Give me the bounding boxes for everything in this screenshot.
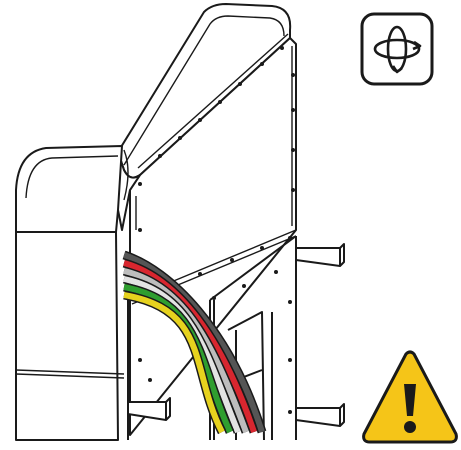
- upper-cabinet-edge: [117, 151, 141, 231]
- rear-cabinet: [15, 145, 123, 441]
- rear-cabinet-top: [15, 145, 123, 233]
- cable-0: [123, 252, 265, 433]
- warning-icon: [362, 350, 458, 444]
- wall-bracket-upper: [295, 243, 345, 267]
- wall-bracket-lower: [295, 403, 345, 427]
- rotate-view-icon[interactable]: [360, 12, 434, 86]
- cable-bundle: [122, 250, 267, 435]
- rear-cabinet-body: [15, 231, 119, 441]
- screw-dots: [138, 46, 295, 300]
- cable-1: [123, 260, 257, 433]
- wall-bracket-left: [127, 397, 171, 421]
- upper-cabinet: [117, 3, 297, 436]
- cable-5: [123, 292, 225, 434]
